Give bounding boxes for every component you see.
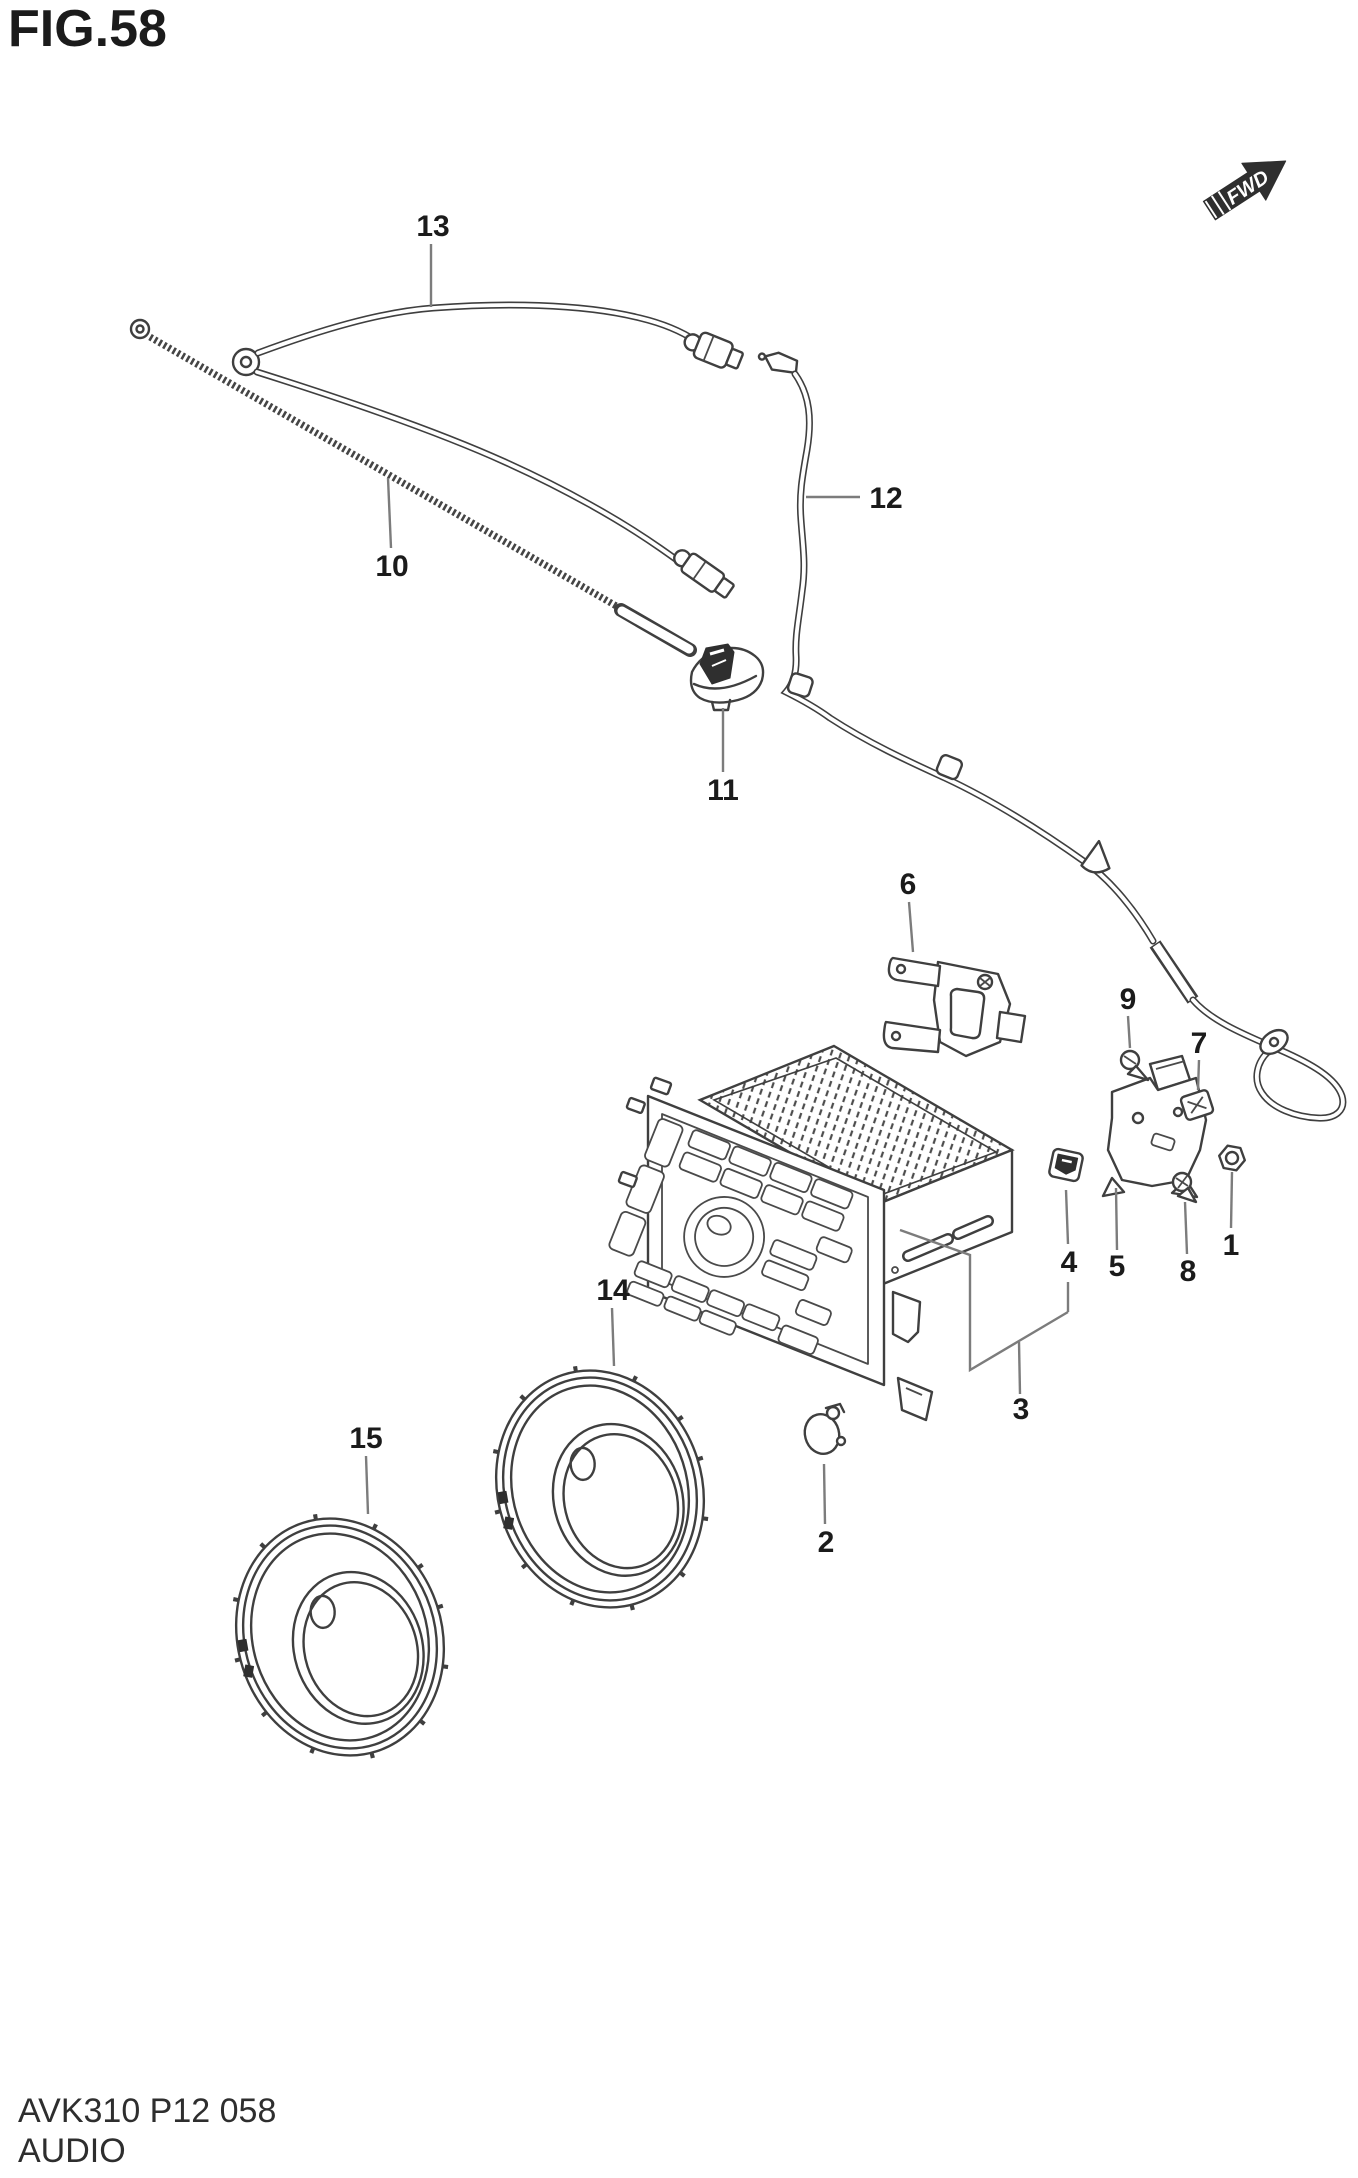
antenna-base [689, 643, 765, 712]
antenna-rod [129, 318, 697, 657]
feeder-connector-top [683, 331, 744, 370]
callout-15: 15 [349, 1422, 382, 1455]
callout-12: 12 [869, 482, 902, 515]
fwd-arrow-icon: FWD [1202, 160, 1287, 221]
cable-clip [786, 672, 814, 698]
callout-14: 14 [596, 1274, 630, 1307]
callout-9: 9 [1120, 983, 1137, 1016]
chassis-tabs [617, 1076, 934, 1422]
figure-title: AUDIO [18, 2132, 126, 2170]
callout-6: 6 [900, 868, 917, 901]
callout-10: 10 [375, 550, 408, 583]
callout-11: 11 [707, 774, 739, 807]
faceplate-controls [608, 1118, 854, 1355]
callout-13: 13 [416, 210, 449, 243]
cable-clip [1080, 839, 1111, 874]
screw-9 [1119, 1049, 1150, 1082]
callout-4: 4 [1061, 1246, 1078, 1279]
callout-2: 2 [818, 1526, 835, 1559]
speaker-rear [230, 1513, 450, 1761]
callout-3: 3 [1013, 1393, 1030, 1426]
feeder-connector-bottom [673, 549, 735, 599]
bracket-right [1101, 1054, 1208, 1199]
bracket-center [882, 956, 1027, 1058]
cable-connector-top [757, 351, 799, 375]
antenna-feeder-cable [231, 301, 744, 599]
speaker-front [490, 1365, 710, 1613]
callout-7: 7 [1191, 1027, 1208, 1060]
cable-terminal [1259, 1028, 1289, 1056]
callout-1: 1 [1223, 1229, 1240, 1262]
callout-5: 5 [1109, 1250, 1126, 1283]
antenna-cable [757, 351, 1347, 1122]
nut-1 [1217, 1144, 1247, 1172]
screw-8 [1171, 1171, 1198, 1204]
part-code: AVK310 P12 058 [18, 2092, 276, 2130]
radio-unit [608, 1044, 1015, 1422]
cable-clip [935, 753, 964, 781]
figure-number: FIG.58 [8, 0, 167, 58]
callout-8: 8 [1180, 1255, 1197, 1288]
grommet-2 [803, 1402, 847, 1456]
clip-7 [1179, 1089, 1215, 1121]
leader-lines [364, 244, 1234, 1525]
callout-labels: 1 2 3 4 5 6 7 8 9 10 11 12 13 14 15 [349, 210, 1239, 1559]
clip-4 [1048, 1147, 1084, 1183]
